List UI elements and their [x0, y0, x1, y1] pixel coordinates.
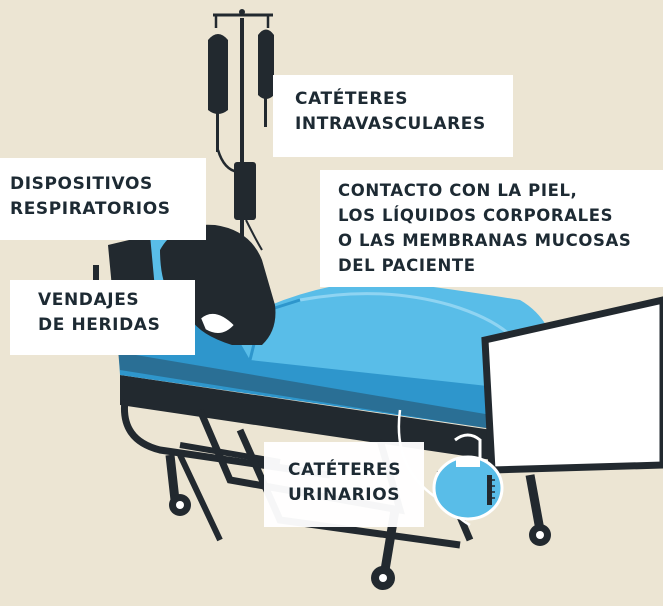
label-respiratory-devices: DISPOSITIVOS RESPIRATORIOS	[0, 158, 206, 240]
bed-frame	[120, 375, 560, 571]
label-intravascular-catheters: CATÉTERES INTRAVASCULARES	[273, 75, 513, 157]
iv-pole	[213, 9, 273, 243]
label-wound-dressings: VENDAJES DE HERIDAS	[10, 280, 195, 355]
urine-bag	[432, 433, 504, 521]
label-urinary-catheters: CATÉTERES URINARIOS	[264, 442, 424, 527]
infusion-pump	[234, 162, 263, 251]
footboard	[481, 296, 663, 474]
bed-wheels	[169, 494, 551, 590]
iv-bag-left	[208, 34, 239, 174]
label-skin-contact: CONTACTO CON LA PIEL, LOS LÍQUIDOS CORPO…	[320, 170, 663, 287]
iv-bag-right	[258, 29, 274, 127]
